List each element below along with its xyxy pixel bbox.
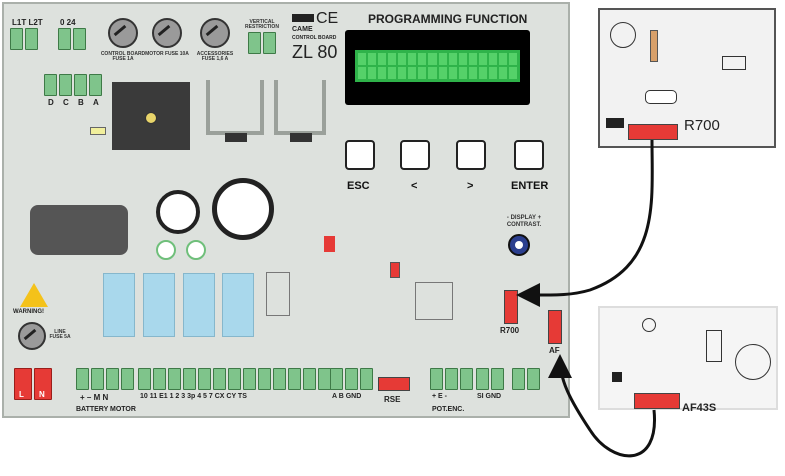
esc-button-label: ESC [347,180,370,192]
control-terminal-pins: 10 11 E1 1 2 3 3p 4 5 7 CX CY TS [140,393,247,400]
warning-icon [20,283,48,307]
model-label: ZL 80 [292,42,338,62]
af43s-trimmer-icon [642,318,656,332]
r700-came-logo-icon [606,118,624,128]
terminal-label-l1t-l2t: L1T L2T [12,18,43,27]
red-fuse-icon [390,262,400,278]
motor-fuse-icon [152,18,182,48]
came-logo-icon [292,14,314,22]
af-connector-label: AF [549,346,560,355]
accessories-fuse-icon [200,18,230,48]
terminal-vertical [248,32,276,54]
relay-4-icon [222,273,254,337]
chip-outline-2-icon [415,282,453,320]
af43s-card-connector[interactable] [634,393,680,409]
motor-fuse-label: MOTOR FUSE 10A [145,51,189,57]
terminal-label-0-24: 0 24 [60,18,76,27]
relay-3-icon [183,273,215,337]
brand-label: CAME [292,26,313,33]
power-terminal [14,368,52,400]
r700-connector-label: R700 [500,326,520,335]
programming-title: PROGRAMMING FUNCTION [368,12,528,26]
rse-label: RSE [384,395,401,404]
control-board-label: CONTROL BOARD [292,35,337,41]
af43s-coil-icon [735,344,771,380]
r700-resistor-icon [650,30,658,62]
battery-label: BATTERY [76,406,109,413]
si-gnd-pins: SI GND [477,393,502,400]
terminal-0-24 [58,28,86,50]
control-board-fuse-label: CONTROL BOARD FUSE 1A [100,51,146,62]
regulator-1-icon [225,133,247,142]
r700-arrow-icon [516,139,654,308]
regulator-2-icon [290,133,312,142]
rse-connector[interactable] [378,377,410,391]
terminal-label-b: B [78,98,84,107]
ab-gnd-terminal [330,368,373,390]
lcd-display [345,30,530,105]
battery-motor-pins: + – M N [80,393,109,402]
line-fuse-icon [18,322,46,350]
battery-motor-terminal [76,368,134,390]
terminal-vertical-label: VERTICAL RESTRICTION [245,19,279,30]
line-fuse-label: LINE FUSE 5A [49,329,71,340]
left-arrow-label: < [411,180,418,192]
r700-chip-icon [722,56,746,70]
contrast-trimmer[interactable] [508,234,530,256]
r700-card-connector[interactable] [628,124,678,140]
power-label-l: L [19,390,24,399]
control-board-fuse-icon [108,18,138,48]
warning-label: WARNING! [13,309,44,315]
terminal-dcba [44,74,102,96]
relay-2-icon [143,273,175,337]
small-capacitor-2-icon [186,240,206,260]
pot-enc-pins: + E - [432,393,447,400]
right-arrow-button[interactable] [456,140,486,170]
power-label-n: N [39,390,45,399]
small-capacitor-1-icon [156,240,176,260]
capacitor-1-icon [156,190,200,234]
r700-card-name: R700 [684,117,720,134]
pot-enc-label: POT.ENC. [432,406,465,413]
control-terminal [138,368,331,390]
ce-mark: CE [316,10,339,27]
af-connector[interactable] [548,310,562,344]
capacitor-2-icon [212,178,274,240]
terminal-label-c: C [63,98,69,107]
esc-button[interactable] [345,140,375,170]
relay-1-icon [103,273,135,337]
led-icon [90,127,106,135]
r700-crystal-icon [645,90,677,104]
left-arrow-button[interactable] [400,140,430,170]
accessories-fuse-label: ACCESSORIES FUSE 1,6 A [196,51,234,62]
r700-capacitor-icon [610,22,636,48]
right-arrow-label: > [467,180,474,192]
heatsink-icon [112,82,190,150]
chip-outline-1-icon [266,272,290,316]
terminal-label-d: D [48,98,54,107]
red-connector-icon [324,236,335,252]
inductor-icon [30,205,128,255]
earth-terminal [512,368,540,390]
pot-enc-terminal [430,368,473,390]
af43s-logo-icon [612,372,622,382]
af43s-chip-icon [706,330,722,362]
af43s-card-name: AF43S [682,402,717,414]
si-gnd-terminal [476,368,504,390]
terminal-l1t-l2t [10,28,38,50]
af-arrow-icon [548,354,656,458]
enter-button[interactable] [514,140,544,170]
enter-button-label: ENTER [511,180,549,192]
motor-label: MOTOR [110,406,136,413]
ab-gnd-pins: A B GND [332,393,362,400]
display-contrast-label: - DISPLAY + CONTRAST. [506,215,542,228]
terminal-label-a: A [93,98,99,107]
